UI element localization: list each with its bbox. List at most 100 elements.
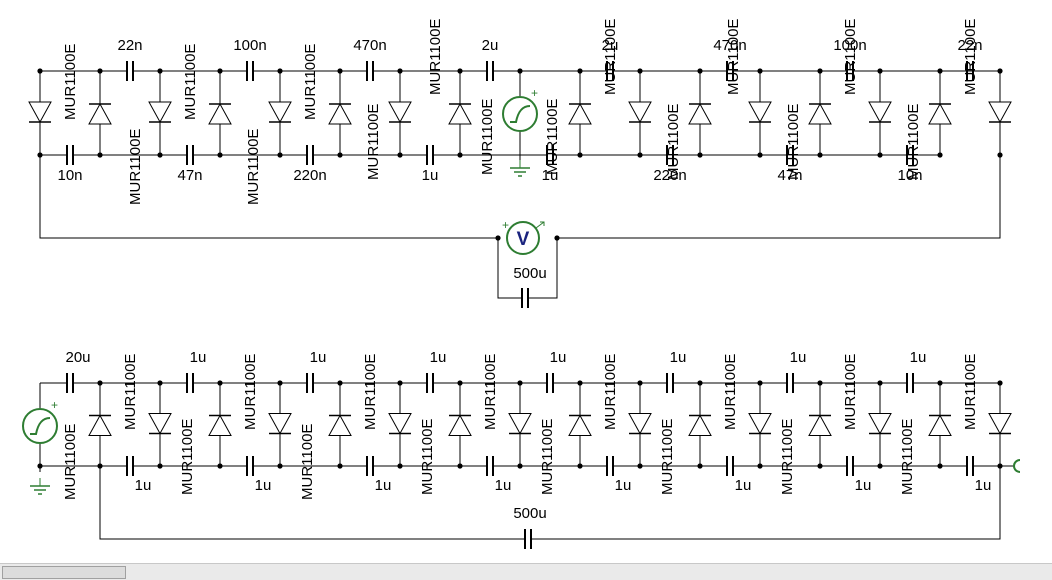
diode-part-label: MUR1100E — [962, 19, 979, 95]
diode-part-label: MUR1100E — [482, 354, 499, 430]
capacitor — [426, 145, 434, 165]
ac-source: + — [22, 398, 58, 444]
diode — [688, 414, 712, 436]
capacitor — [966, 61, 974, 81]
diode — [928, 414, 952, 436]
junction-dot — [37, 463, 43, 469]
diode-part-label: MUR1100E — [905, 104, 922, 180]
diode — [568, 414, 592, 436]
junction-dot — [577, 463, 583, 469]
capacitor — [486, 456, 494, 476]
diode-part-label: MUR1100E — [302, 44, 319, 120]
capacitor — [486, 61, 494, 81]
junction-dot — [337, 463, 343, 469]
junction-dot — [277, 68, 283, 74]
diode — [508, 413, 532, 435]
junction-dot — [337, 68, 343, 74]
capacitor-value: 220n — [653, 167, 686, 184]
diode-part-label: MUR1100E — [427, 19, 444, 95]
ground-icon — [510, 160, 530, 177]
diode-part-label: MUR1100E — [62, 424, 79, 500]
capacitor — [426, 373, 434, 393]
junction-dot — [637, 380, 643, 386]
diode — [628, 101, 652, 124]
capacitor-value: 22n — [957, 37, 982, 54]
diode — [988, 101, 1012, 124]
diode — [688, 102, 712, 125]
junction-dot — [757, 380, 763, 386]
diode-part-label: MUR1100E — [362, 354, 379, 430]
diode-part-label: MUR1100E — [842, 19, 859, 95]
junction-dot — [97, 463, 103, 469]
junction-dot — [397, 380, 403, 386]
junction-dot — [37, 68, 43, 74]
junction-dot — [997, 152, 1003, 158]
junction-dot — [637, 152, 643, 158]
capacitor — [66, 373, 74, 393]
junction-dot — [277, 463, 283, 469]
diode — [868, 101, 892, 124]
diode — [268, 413, 292, 435]
junction-dot — [697, 152, 703, 158]
diode — [448, 414, 472, 436]
capacitor — [906, 373, 914, 393]
diode-part-label: MUR1100E — [779, 419, 796, 495]
diode — [628, 413, 652, 435]
capacitor-value: 1u — [422, 167, 439, 184]
capacitor — [246, 456, 254, 476]
capacitor-value: 500u — [513, 505, 546, 522]
capacitor — [726, 456, 734, 476]
voltmeter-icon: V+ — [502, 218, 545, 255]
scrollbar-thumb[interactable] — [2, 566, 126, 579]
junction-dot — [817, 68, 823, 74]
diode — [88, 102, 112, 125]
capacitor — [906, 145, 914, 165]
capacitor — [846, 456, 854, 476]
junction-dot — [157, 463, 163, 469]
junction-dot — [937, 152, 943, 158]
junction-dot — [757, 68, 763, 74]
capacitor-value: 20u — [65, 349, 90, 366]
capacitor — [606, 456, 614, 476]
capacitor-value: 1u — [430, 349, 447, 366]
diode — [448, 102, 472, 125]
capacitor-value: 1u — [975, 477, 992, 494]
diode-part-label: MUR1100E — [122, 354, 139, 430]
diode — [328, 414, 352, 436]
junction-dot — [817, 380, 823, 386]
capacitor — [966, 456, 974, 476]
horizontal-scrollbar[interactable] — [0, 563, 1052, 580]
capacitor — [66, 145, 74, 165]
capacitor — [666, 373, 674, 393]
junction-dot — [397, 68, 403, 74]
diode-part-label: MUR1100E — [539, 419, 556, 495]
junction-dot — [877, 380, 883, 386]
diode — [748, 101, 772, 124]
capacitor — [786, 373, 794, 393]
capacitor-value: 1u — [135, 477, 152, 494]
capacitor — [546, 373, 554, 393]
junction-dot — [397, 152, 403, 158]
ground-icon — [30, 478, 50, 495]
junction-dot — [697, 463, 703, 469]
diode-part-label: MUR1100E — [245, 129, 262, 205]
diode — [148, 413, 172, 435]
junction-dot — [997, 463, 1003, 469]
diode-part-label: MUR1100E — [479, 99, 496, 175]
capacitor-value: 470n — [353, 37, 386, 54]
capacitor — [786, 145, 794, 165]
diode-part-label: MUR1100E — [62, 44, 79, 120]
junction-dot — [457, 68, 463, 74]
junction-dot — [577, 152, 583, 158]
capacitor — [186, 145, 194, 165]
capacitor — [606, 61, 614, 81]
diode — [28, 101, 52, 124]
capacitor — [186, 373, 194, 393]
junction-dot — [577, 68, 583, 74]
diode-part-label: MUR1100E — [602, 19, 619, 95]
junction-dot — [637, 68, 643, 74]
output-terminal — [1013, 459, 1021, 473]
diode-part-label: MUR1100E — [365, 104, 382, 180]
